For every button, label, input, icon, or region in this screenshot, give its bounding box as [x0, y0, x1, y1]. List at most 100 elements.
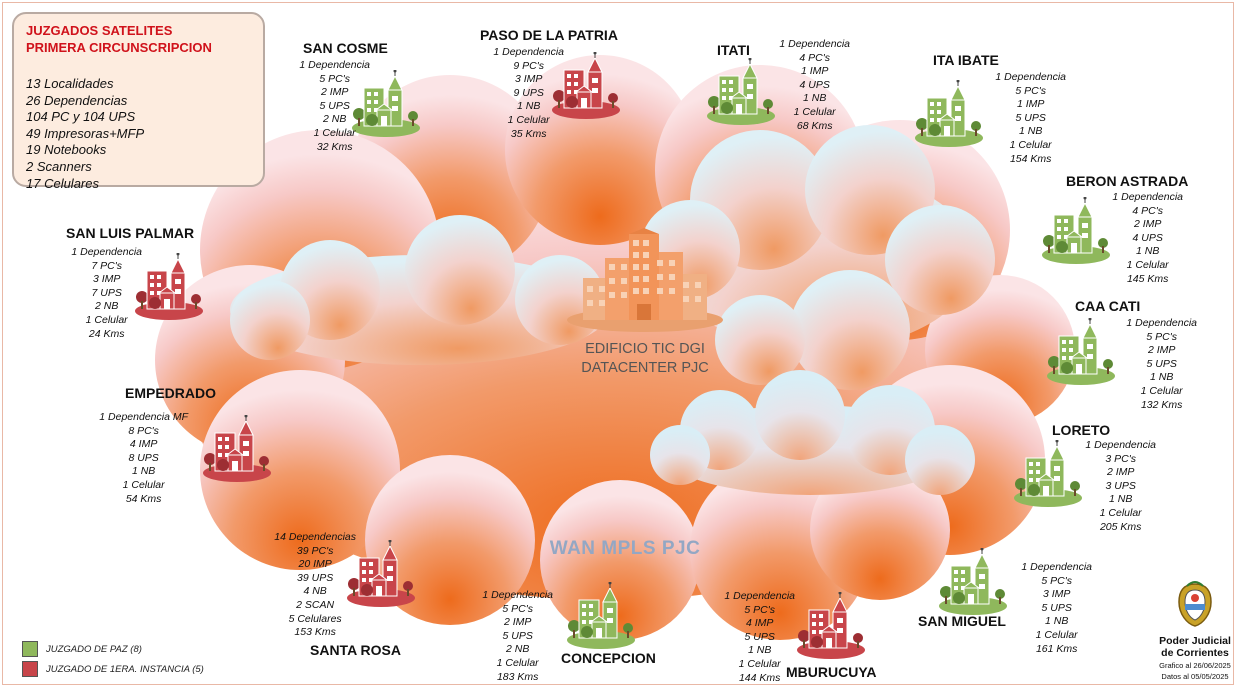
location-detail-line: 2 NB	[95, 300, 119, 313]
brand-block: Poder Judicial de Corrientes Grafico al …	[1150, 580, 1238, 681]
location-detail-line: 5 UPS	[502, 629, 533, 642]
summary-stat: 104 PC y 104 UPS	[26, 109, 136, 125]
location-detail-line: 1 IMP	[800, 65, 829, 78]
location-name: SAN COSME	[303, 40, 388, 56]
location-detail-line: 1 NB	[803, 92, 827, 105]
location-name: LORETO	[1052, 422, 1111, 438]
location-detail-line: 2 NB	[506, 643, 530, 656]
location-name: CAA CATI	[1075, 298, 1141, 314]
location-detail-line: 4 IMP	[129, 438, 158, 451]
location-detail-line: 39 PC's	[296, 544, 334, 557]
location-detail-line: 5 PC's	[502, 602, 533, 615]
location-detail-line: 1 Celular	[496, 656, 539, 669]
location-name: EMPEDRADO	[125, 385, 217, 401]
brand-name-line2: de Corrientes	[1161, 647, 1229, 659]
location-detail-line: 9 PC's	[513, 59, 544, 72]
location-detail-line: 1 Dependencia	[995, 71, 1066, 83]
location-detail-line: 1 Dependencia	[71, 246, 142, 258]
summary-stat: 13 Localidades	[26, 76, 114, 91]
location-detail-line: 2 IMP	[503, 616, 532, 629]
location-detail-line: 1 NB	[1109, 493, 1133, 506]
legend-item-paz: JUZGADO DE PAZ (8)	[22, 639, 204, 659]
building-cluster-icon	[565, 581, 637, 655]
location-detail-line: 3 IMP	[514, 73, 543, 86]
location-detail-line: 1 Celular	[1126, 258, 1169, 271]
location-detail-line: 1 Celular	[507, 113, 550, 126]
location-detail-line: 54 Kms	[125, 492, 162, 505]
summary-stat: 17 Celulares	[26, 175, 99, 191]
building-cluster-icon	[795, 591, 867, 665]
summary-box: JUZGADOS SATELITES PRIMERA CIRCUNSCRIPCI…	[12, 12, 265, 191]
legend-label: JUZGADO DE 1ERA. INSTANCIA (5)	[46, 663, 204, 675]
location-detail-line: 1 Celular	[793, 105, 836, 118]
location-detail-line: 5 PC's	[1015, 84, 1046, 97]
summary-stat: 19 Notebooks	[26, 142, 107, 158]
location-detail-line: 5 UPS	[1015, 111, 1046, 124]
summary-stat: 2 Scanners	[26, 158, 92, 174]
location-detail-line: 4 PC's	[1132, 204, 1163, 217]
summary-title-line1: JUZGADOS SATELITES	[26, 23, 173, 38]
location-detail-line: 1 Celular	[738, 657, 781, 670]
brand-date-line1: Grafico al 26/06/2025	[1159, 661, 1231, 670]
location-detail-line: 5 PC's	[1041, 574, 1072, 587]
location-detail-line: 1 Celular	[1140, 384, 1183, 397]
office-tower-icon	[567, 228, 723, 332]
location-detail-line: 4 UPS	[799, 78, 830, 91]
datacenter-building	[565, 228, 725, 338]
location-detail-line: 1 Dependencia	[1112, 191, 1183, 203]
location-detail-line: 24 Kms	[88, 327, 125, 340]
location-detail-line: 145 Kms	[1126, 272, 1169, 285]
location-detail-line: 1 IMP	[1016, 98, 1045, 111]
location-detail-line: 20 IMP	[298, 558, 332, 571]
location-detail-line: 153 Kms	[294, 626, 336, 639]
brand-date-line2: Datos al 05/05/2025	[1161, 672, 1229, 681]
location-detail-line: 1 Dependencia	[482, 589, 553, 601]
location-detail-line: 132 Kms	[1140, 398, 1183, 411]
legend-swatch-paz	[22, 641, 38, 657]
location-detail-line: 1 Dependencia	[493, 46, 564, 58]
location-detail-line: 1 Celular	[1099, 506, 1142, 519]
location-detail-line: 1 Celular	[122, 478, 165, 491]
location-detail-line: 161 Kms	[1035, 642, 1078, 655]
building-cluster-icon	[201, 414, 273, 488]
building-cluster-icon	[705, 57, 777, 131]
location-name: ITATI	[717, 42, 750, 58]
location-detail-line: 5 PC's	[319, 72, 350, 85]
location-detail-line: 7 UPS	[91, 286, 122, 299]
location-detail-line: 2 SCAN	[296, 598, 335, 611]
summary-stat: 26 Dependencias	[26, 92, 128, 108]
datacenter-label-line1: EDIFICIO TIC DGI	[585, 341, 705, 357]
location-detail-line: 1 NB	[1150, 371, 1174, 384]
location-name: SANTA ROSA	[310, 642, 401, 658]
location-detail-line: 5 PC's	[744, 603, 775, 616]
location-name: BERON ASTRADA	[1066, 173, 1189, 189]
legend-swatch-primera-instancia	[22, 661, 38, 677]
location-detail-line: 1 Celular	[313, 126, 356, 139]
summary-title-line2: PRIMERA CIRCUNSCRIPCION	[26, 40, 212, 55]
location-detail-line: 2 IMP	[1147, 344, 1176, 357]
location-name: CONCEPCION	[561, 650, 656, 666]
datacenter-label-line2: DATACENTER PJC	[581, 360, 709, 376]
brand-name-line1: Poder Judicial	[1159, 635, 1231, 647]
inner-cloud-left	[230, 215, 610, 365]
location-detail-line: 2 IMP	[1106, 466, 1135, 479]
building-cluster-icon	[1012, 439, 1084, 513]
location-detail-line: 4 UPS	[1132, 231, 1163, 244]
building-cluster-icon	[133, 252, 205, 326]
inner-cloud-bottom	[650, 370, 975, 495]
network-label: WAN MPLS PJC	[549, 538, 701, 559]
building-cluster-icon	[937, 547, 1009, 621]
location-detail-line: 183 Kms	[496, 670, 539, 683]
location-detail-line: 5 UPS	[1041, 601, 1072, 614]
location-detail-line: 1 Dependencia	[779, 38, 850, 50]
location-detail-line: 8 PC's	[128, 424, 159, 437]
location-detail-line: 1 NB	[748, 644, 772, 657]
location-detail-line: 4 IMP	[745, 617, 774, 630]
